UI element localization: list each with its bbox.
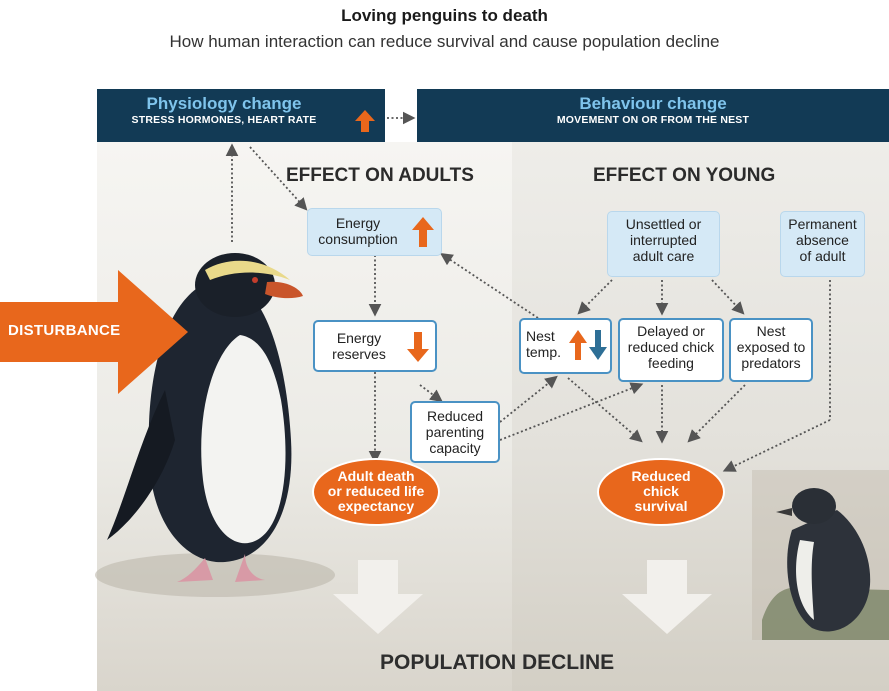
nest-temp-to-consumption-connector [443,255,538,318]
unsettled-care-line-3: adult care [608,248,719,264]
reduced-parenting-line-1: Reduced [412,408,498,424]
population-decline-label: POPULATION DECLINE [380,651,614,675]
chick-survival-line-1: Reduced [599,469,723,484]
adult-decline-arrow [333,560,423,634]
delayed-feeding-box: Delayed or reduced chick feeding [618,318,724,382]
parenting-to-nest-temp-connector [500,378,555,422]
absence-to-survival-connector [726,420,830,470]
care-to-exposed-connector [712,280,742,312]
delayed-feeding-line-2: reduced chick [620,339,722,355]
young-decline-arrow [622,560,712,634]
unsettled-care-line-2: interrupted [608,232,719,248]
permanent-absence-line-2: absence [781,232,864,248]
physiology-to-energy-consumption-connector [250,147,305,208]
nest-temp-to-survival-connector [568,378,640,440]
energy-consumption-line-2: consumption [308,231,408,247]
delayed-feeding-line-3: feeding [620,355,722,371]
nest-temp-box: Nest temp. [519,318,612,374]
permanent-absence-box: Permanent absence of adult [780,211,865,277]
decrease-arrow-icon [589,330,607,360]
nest-temp-line-2: temp. [526,344,561,360]
unsettled-care-box: Unsettled or interrupted adult care [607,211,720,277]
adult-death-line-2: or reduced life [314,484,438,499]
energy-consumption-line-1: Energy [308,215,408,231]
chick-survival-line-2: chick [599,484,723,499]
reduced-parenting-box: Reduced parenting capacity [410,401,500,463]
decrease-arrow-icon [407,332,429,362]
increase-arrow-icon [569,330,587,360]
reserves-to-parenting-connector [420,385,440,400]
permanent-absence-line-3: of adult [781,248,864,264]
care-to-nest-temp-connector [580,280,612,312]
nest-temp-line-1: Nest [526,328,561,344]
energy-reserves-box: Energy reserves [313,320,437,372]
nest-exposed-line-2: exposed to [731,339,811,355]
adult-death-outcome: Adult death or reduced life expectancy [312,458,440,526]
chick-survival-outcome: Reduced chick survival [597,458,725,526]
reduced-parenting-line-3: capacity [412,440,498,456]
energy-reserves-line-1: Energy [315,330,403,346]
adult-death-line-1: Adult death [314,469,438,484]
adult-death-line-3: expectancy [314,499,438,514]
delayed-feeding-line-1: Delayed or [620,323,722,339]
exposed-to-survival-connector [690,385,745,440]
nest-exposed-box: Nest exposed to predators [729,318,813,382]
increase-arrow-icon [412,217,434,247]
parenting-to-feeding-connector [500,385,640,440]
permanent-absence-line-1: Permanent [781,216,864,232]
nest-exposed-line-3: predators [731,355,811,371]
nest-exposed-line-1: Nest [731,323,811,339]
energy-consumption-box: Energy consumption [307,208,442,256]
reduced-parenting-line-2: parenting [412,424,498,440]
energy-reserves-line-2: reserves [315,346,403,362]
chick-survival-line-3: survival [599,499,723,514]
unsettled-care-line-1: Unsettled or [608,216,719,232]
